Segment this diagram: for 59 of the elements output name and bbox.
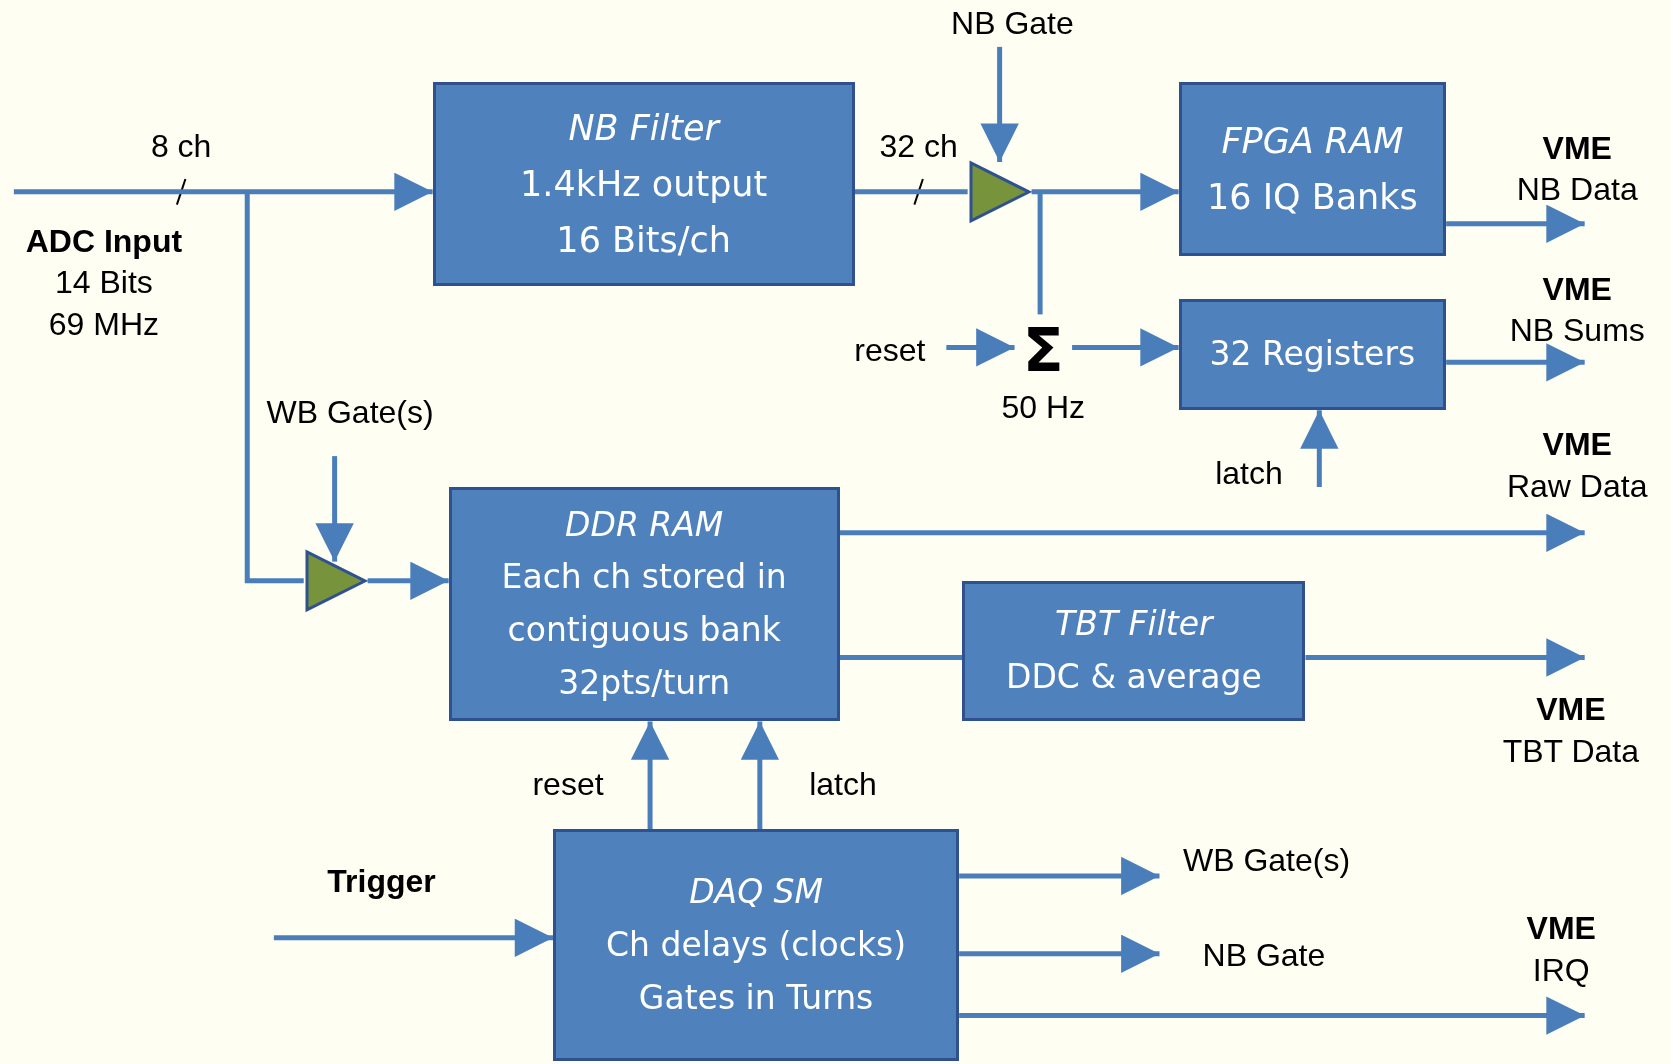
- label-text: TBT Data: [1502, 732, 1639, 772]
- process-box: [1178, 299, 1447, 411]
- label-text: Raw Data: [1506, 466, 1648, 506]
- box-text: 1.4kHz output: [520, 162, 768, 206]
- process-box: [432, 82, 855, 286]
- label-text: Trigger: [327, 861, 436, 901]
- box-text: Each ch stored in contiguous bank: [500, 556, 788, 652]
- label-text: VME: [1542, 128, 1612, 168]
- box-text: 16 IQ Banks: [1206, 175, 1418, 219]
- process-box: [553, 829, 960, 1062]
- arrow: [315, 456, 354, 562]
- label-text: WB Gate(s): [1183, 841, 1351, 881]
- box-text: 32 Registers: [1209, 333, 1416, 376]
- box-text: 32pts/turn: [558, 662, 731, 705]
- label-text: 69 MHz: [48, 304, 159, 344]
- arrow: [273, 918, 554, 957]
- arrow: [367, 561, 449, 600]
- box-title: DDR RAM: [565, 503, 724, 546]
- box-title: DAQ SM: [689, 871, 823, 914]
- process-box: [448, 487, 840, 722]
- arrow: [740, 721, 779, 830]
- process-box: [962, 580, 1306, 722]
- box-title: NB Filter: [568, 106, 719, 150]
- process-box: [1178, 82, 1447, 256]
- label-text: WB Gate(s): [266, 392, 434, 432]
- arrow: [1072, 328, 1179, 367]
- box-text: 16 Bits/ch: [556, 218, 731, 262]
- box-text: Gates in Turns: [638, 976, 874, 1019]
- label-text: NB Data: [1516, 170, 1638, 210]
- label-text: VME: [1536, 690, 1606, 730]
- frequency-label: 50 Hz: [1000, 390, 1087, 423]
- label-text: VME: [1526, 908, 1596, 948]
- summation-symbol: Σ: [1022, 319, 1064, 380]
- arrow: [1305, 638, 1585, 677]
- label-text: NB Sums: [1509, 311, 1645, 351]
- arrow: [946, 328, 1015, 367]
- arrow: [980, 46, 1019, 162]
- arrow: [1446, 343, 1585, 382]
- arrow: [630, 721, 670, 830]
- box-title: TBT Filter: [1055, 603, 1213, 646]
- label-text: VME: [1542, 425, 1612, 465]
- arrow: [1031, 172, 1179, 211]
- label-text: ADC Input: [25, 221, 183, 261]
- label-text: NB Gate: [1202, 936, 1326, 976]
- arrow: [1300, 410, 1339, 487]
- box-title: FPGA RAM: [1221, 119, 1404, 163]
- arrow: [1446, 204, 1585, 243]
- label-text: NB Gate: [951, 3, 1074, 43]
- arrow: [959, 856, 1160, 896]
- label-text: 14 Bits: [55, 263, 153, 303]
- arrow: [959, 934, 1160, 973]
- arrow: [13, 172, 433, 211]
- label-text: VME: [1542, 269, 1612, 309]
- box-text: Ch delays (clocks): [606, 923, 907, 966]
- box-text: DDC & average: [1006, 656, 1262, 699]
- arrow: [839, 513, 1585, 553]
- label-text: IRQ: [1532, 950, 1590, 990]
- arrow: [959, 996, 1585, 1035]
- label-text: reset: [854, 330, 926, 370]
